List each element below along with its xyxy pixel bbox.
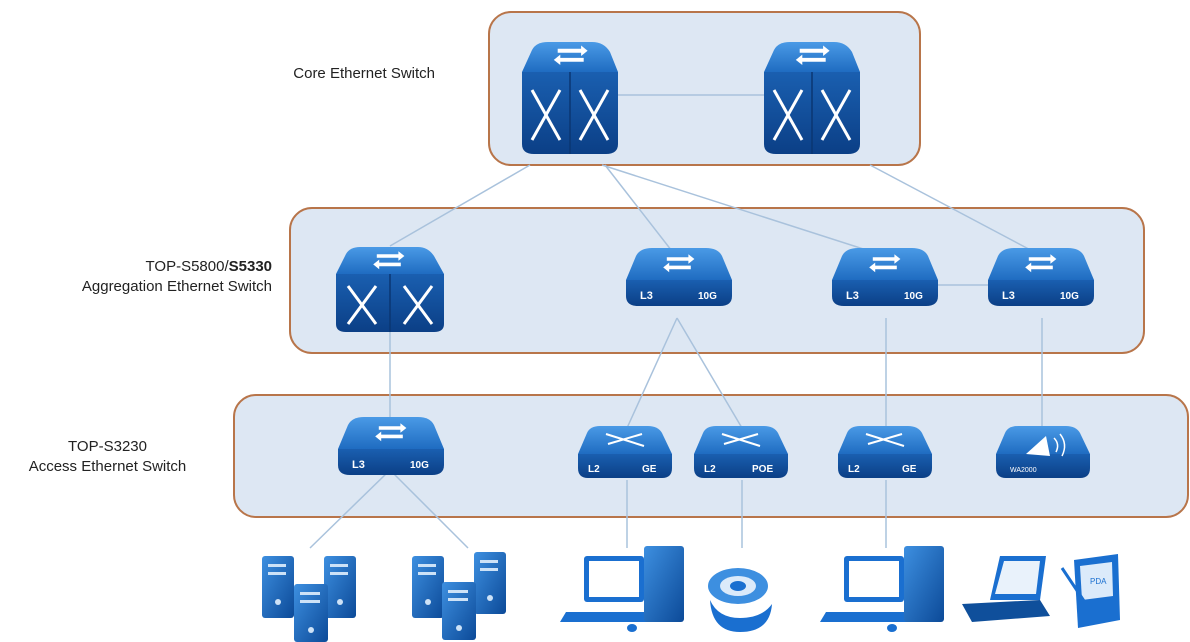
wa-label: WA2000 bbox=[1010, 467, 1037, 474]
access-switch-l3: L3 10G bbox=[338, 417, 444, 475]
l2-label: L2 bbox=[704, 464, 716, 475]
server-icon bbox=[412, 556, 444, 618]
link-core-agg3 bbox=[601, 164, 883, 256]
desktop-pc-2 bbox=[820, 546, 944, 632]
server-icon bbox=[474, 552, 506, 614]
access-tier-label-line1: TOP-S3230 bbox=[68, 438, 147, 455]
poe-label: POE bbox=[752, 464, 773, 475]
server-icon bbox=[442, 582, 476, 640]
pda-label: PDA bbox=[1090, 577, 1107, 586]
laptop bbox=[962, 556, 1050, 622]
l3-label: L3 bbox=[352, 459, 365, 471]
ge-label: GE bbox=[642, 464, 657, 475]
aggregation-model-bold: S5330 bbox=[228, 258, 272, 275]
core-tier-label: Core Ethernet Switch bbox=[150, 64, 435, 84]
tower-icon bbox=[644, 546, 684, 622]
tower-icon bbox=[904, 546, 944, 622]
ten-g-label: 10G bbox=[410, 460, 429, 471]
aggregation-tier-label-line1: TOP-S5800/S5330 bbox=[0, 257, 272, 277]
wireless-access-point: WA2000 bbox=[996, 426, 1090, 478]
l3-label: L3 bbox=[1002, 290, 1015, 302]
stylus-icon bbox=[1060, 567, 1088, 605]
link-core-agg1 bbox=[389, 164, 531, 247]
access-switch-l2-ge-2: L2 GE bbox=[838, 426, 932, 478]
ge-label: GE bbox=[902, 464, 917, 475]
ten-g-label: 10G bbox=[698, 291, 717, 302]
ten-g-label: 10G bbox=[1060, 291, 1079, 302]
server-icon bbox=[324, 556, 356, 618]
aggregation-tier-label: TOP-S5800/S5330 Aggregation Ethernet Swi… bbox=[0, 257, 272, 297]
desktop-pc-1 bbox=[560, 546, 684, 632]
link-core-agg2 bbox=[604, 164, 676, 256]
server-icon bbox=[294, 584, 328, 642]
access-tier-label-line2: Access Ethernet Switch bbox=[28, 458, 187, 475]
l2-label: L2 bbox=[848, 464, 860, 475]
ten-g-label: 10G bbox=[904, 291, 923, 302]
access-tier-label: TOP-S3230 Access Ethernet Switch bbox=[0, 437, 215, 477]
core-switch-2 bbox=[764, 42, 860, 154]
ip-camera bbox=[708, 568, 772, 632]
links bbox=[309, 94, 1043, 549]
pda: PDA bbox=[1060, 554, 1120, 628]
l2-label: L2 bbox=[588, 464, 600, 475]
access-switch-l2-poe: L2 POE bbox=[694, 426, 788, 478]
link-agg2-acc3 bbox=[676, 317, 743, 429]
link-agg2-acc2 bbox=[626, 317, 678, 429]
link-core-agg4 bbox=[869, 164, 1041, 256]
access-switch-l2-ge-1: L2 GE bbox=[578, 426, 672, 478]
l3-label: L3 bbox=[640, 290, 653, 302]
server-group-1 bbox=[262, 556, 356, 642]
link-acc1-servers1 bbox=[309, 469, 391, 549]
wifi-signal-icon bbox=[1026, 436, 1050, 456]
aggregation-switch-l3-2: L3 10G bbox=[832, 248, 938, 306]
aggregation-switch-l3-1: L3 10G bbox=[626, 248, 732, 306]
keyboard-icon bbox=[560, 612, 660, 622]
server-icon bbox=[262, 556, 294, 618]
l3-label: L3 bbox=[846, 290, 859, 302]
keyboard-icon bbox=[820, 612, 920, 622]
core-tier-label-text: Core Ethernet Switch bbox=[293, 65, 435, 82]
aggregation-switch-core-type bbox=[336, 247, 444, 332]
server-group-2 bbox=[412, 552, 506, 640]
aggregation-tier-label-line2: Aggregation Ethernet Switch bbox=[81, 278, 272, 295]
link-acc1-servers2 bbox=[389, 469, 469, 549]
aggregation-model-prefix: TOP-S5800/ bbox=[145, 258, 229, 275]
core-switch-1 bbox=[522, 42, 618, 154]
aggregation-switch-l3-3: L3 10G bbox=[988, 248, 1094, 306]
